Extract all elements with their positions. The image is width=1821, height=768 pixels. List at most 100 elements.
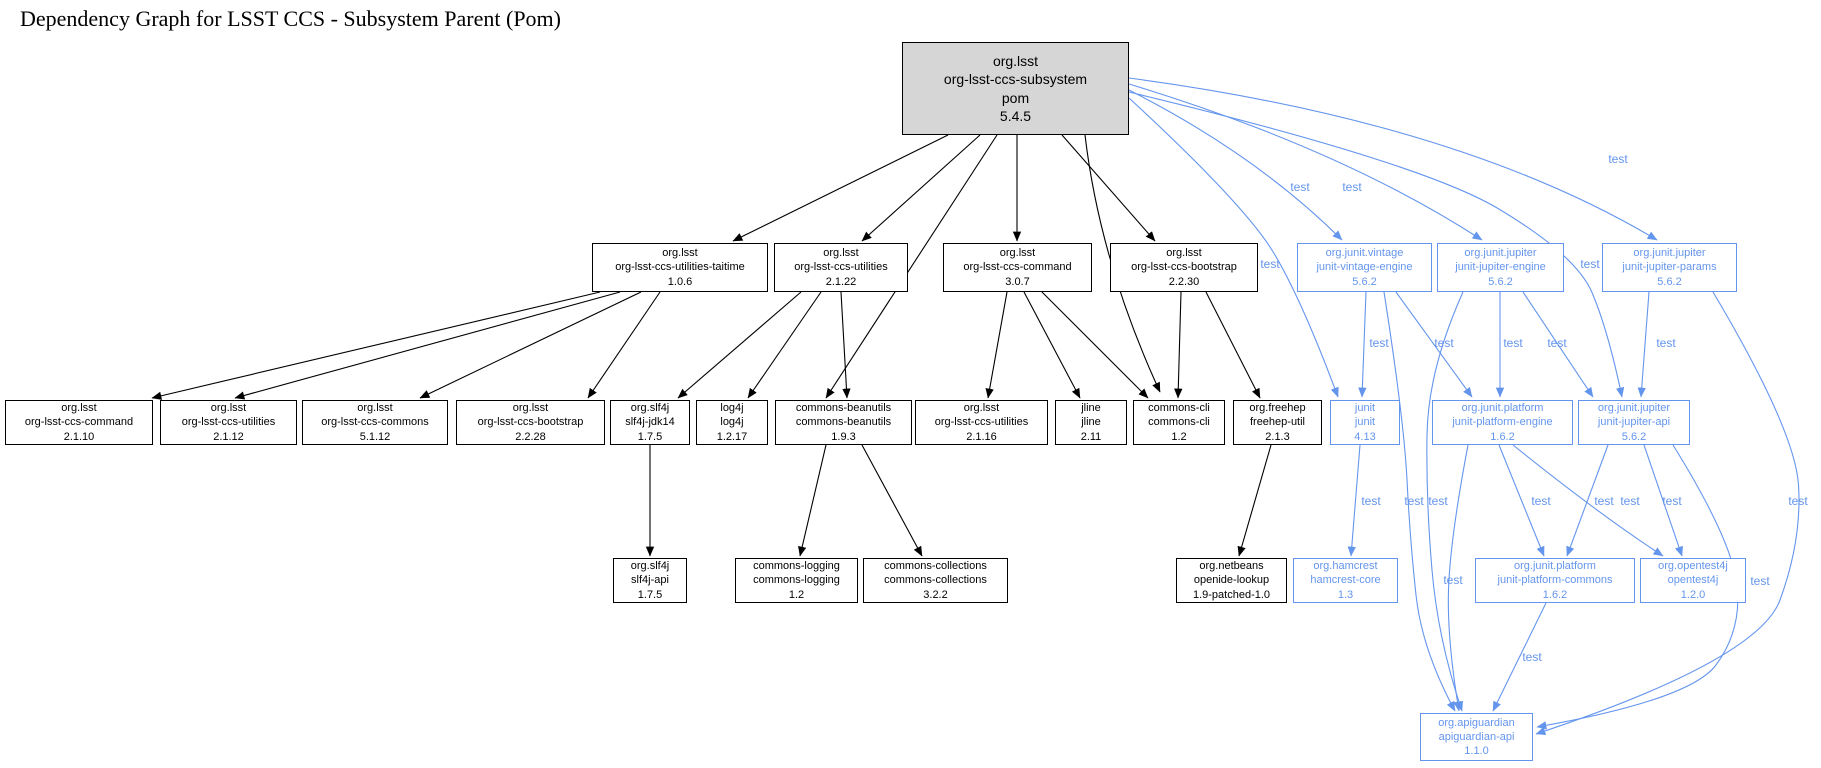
node-commons-collections-line-0: commons-collections (884, 560, 987, 573)
node-opentest4j-line-1: opentest4j (1667, 574, 1719, 587)
node-commons-beanutils-line-1: commons-beanutils (795, 416, 892, 429)
edge-label-junit-platform-engine-to-apiguardian-api: test (1443, 573, 1463, 587)
edge-label-junit-jupiter-api-to-opentest4j: test (1662, 494, 1682, 508)
edge-junit-jupiter-api-to-opentest4j (1643, 444, 1683, 557)
edge-label-junit-vintage-engine-to-apiguardian-api: test (1404, 494, 1424, 508)
node-junit-platform-commons-line-0: org.junit.platform (1514, 560, 1596, 573)
node-junit-jupiter-api-line-1: junit-jupiter-api (1597, 416, 1671, 429)
edge-label-junit-platform-engine-to-opentest4j: test (1620, 494, 1640, 508)
node-log4j-line-2: 1.2.17 (716, 430, 748, 443)
node-ccs-commons-5-1-12-line-0: org.lsst (357, 402, 393, 415)
edge-label-pom-root-to-junit-jupiter-engine: test (1342, 180, 1362, 194)
node-junit-jupiter-params-line-2: 5.6.2 (1657, 275, 1682, 288)
edge-junit-jupiter-engine-to-junit-jupiter-api (1522, 291, 1594, 398)
edge-ccs-utilities-2-1-22-to-commons-beanutils (840, 291, 851, 399)
node-ccs-utilities-2-1-12-line-0: org.lsst (210, 402, 247, 415)
node-slf4j-api-line-0: org.slf4j (630, 560, 670, 573)
edge-ccs-utilities-taitime-to-ccs-command-2-1-10 (151, 291, 601, 400)
node-junit-jupiter-engine-line-0: org.junit.jupiter (1464, 247, 1537, 260)
node-junit-platform-engine-line-0: org.junit.platform (1461, 402, 1544, 415)
node-junit-vintage-engine-line-0: org.junit.vintage (1325, 247, 1404, 260)
node-junit-platform-commons-line-2: 1.6.2 (1542, 588, 1568, 601)
edge-ccs-bootstrap-2-2-30-to-freehep-util (1205, 291, 1261, 399)
node-openide-lookup-line-0: org.netbeans (1199, 560, 1264, 573)
edge-label-junit-to-hamcrest-core: test (1361, 494, 1381, 508)
node-junit-line-2: 4.13 (1354, 430, 1376, 443)
edge-label-pom-root-to-junit-jupiter-api: test (1580, 257, 1600, 271)
node-ccs-command-3-0-7-line-2: 3.0.7 (1005, 275, 1030, 288)
edges (151, 77, 1800, 735)
node-ccs-utilities-2-1-22-line-2: 2.1.22 (825, 275, 857, 288)
edge-junit-jupiter-params-to-apiguardian-api (1535, 291, 1800, 735)
node-apiguardian-api-line-0: org.apiguardian (1438, 716, 1515, 729)
node-commons-beanutils-line-0: commons-beanutils (795, 402, 892, 415)
node-opentest4j-line-2: 1.2.0 (1680, 588, 1706, 601)
edge-ccs-utilities-2-1-22-to-slf4j-jdk14 (677, 291, 802, 399)
node-ccs-command-2-1-10-line-1: org-lsst-ccs-command (24, 416, 134, 429)
node-junit-jupiter-engine-line-2: 5.6.2 (1488, 275, 1513, 288)
node-junit-vintage-engine-line-2: 5.6.2 (1352, 275, 1377, 288)
edge-label-junit-jupiter-engine-to-junit-platform-engine: test (1503, 336, 1523, 350)
node-ccs-utilities-2-1-12-line-1: org-lsst-ccs-utilities (181, 416, 276, 429)
edge-junit-vintage-engine-to-junit (1358, 291, 1367, 398)
edge-commons-beanutils-to-commons-logging (798, 444, 827, 557)
edge-pom-root-to-ccs-utilities-taitime (732, 134, 949, 242)
edge-ccs-utilities-taitime-to-ccs-bootstrap-2-2-28 (587, 291, 661, 399)
node-pom-root-line-1: org-lsst-ccs-subsystem (943, 71, 1088, 88)
edge-label-pom-root-to-junit: test (1260, 257, 1280, 271)
node-commons-logging-line-1: commons-logging (753, 574, 840, 587)
node-log4j-line-1: log4j (720, 416, 744, 429)
node-pom-root-line-2: pom (1001, 89, 1030, 106)
edge-ccs-utilities-2-1-22-to-log4j (747, 291, 822, 399)
node-ccs-bootstrap-2-2-28-line-1: org-lsst-ccs-bootstrap (477, 416, 584, 429)
edge-label-junit-jupiter-engine-to-apiguardian-api: test (1428, 494, 1448, 508)
edge-label-junit-jupiter-engine-to-junit-jupiter-api: test (1547, 336, 1567, 350)
node-junit-jupiter-api-line-2: 5.6.2 (1621, 430, 1647, 443)
node-jline-line-2: 2.11 (1080, 430, 1102, 443)
node-ccs-bootstrap-2-2-30-line-1: org-lsst-ccs-bootstrap (1131, 261, 1237, 274)
edge-ccs-bootstrap-2-2-30-to-commons-cli (1174, 291, 1183, 399)
page-title: Dependency Graph for LSST CCS - Subsyste… (20, 6, 561, 31)
edge-junit-jupiter-api-to-apiguardian-api (1536, 444, 1739, 730)
node-junit-jupiter-api-line-0: org.junit.jupiter (1597, 402, 1671, 415)
edge-junit-to-hamcrest-core (1347, 444, 1361, 557)
node-commons-beanutils-line-2: 1.9.3 (831, 430, 856, 443)
node-openide-lookup-line-1: openide-lookup (1193, 574, 1270, 587)
edge-ccs-command-3-0-7-to-commons-cli (1041, 291, 1149, 399)
node-ccs-utilities-2-1-16-line-0: org.lsst (963, 402, 1000, 415)
node-ccs-utilities-taitime-line-1: org-lsst-ccs-utilities-taitime (615, 261, 745, 274)
edge-label-junit-jupiter-api-to-junit-platform-commons: test (1594, 494, 1614, 508)
node-ccs-commons-5-1-12-line-1: org-lsst-ccs-commons (321, 416, 429, 429)
node-junit-platform-engine-line-1: junit-platform-engine (1452, 416, 1553, 429)
edge-pom-root-to-junit-jupiter-params (1128, 77, 1658, 241)
edge-junit-platform-commons-to-apiguardian-api (1492, 602, 1547, 712)
node-commons-collections-line-1: commons-collections (884, 574, 987, 587)
node-slf4j-jdk14-line-1: slf4j-jdk14 (625, 416, 675, 429)
node-ccs-bootstrap-2-2-30-line-2: 2.2.30 (1168, 275, 1200, 288)
edge-pom-root-to-junit-jupiter-api (1128, 91, 1625, 398)
node-junit-line-1: junit (1354, 416, 1376, 429)
node-junit-jupiter-engine-line-1: junit-jupiter-engine (1455, 261, 1546, 274)
node-commons-cli-line-0: commons-cli (1148, 402, 1210, 415)
node-ccs-bootstrap-2-2-28-line-0: org.lsst (512, 402, 549, 415)
